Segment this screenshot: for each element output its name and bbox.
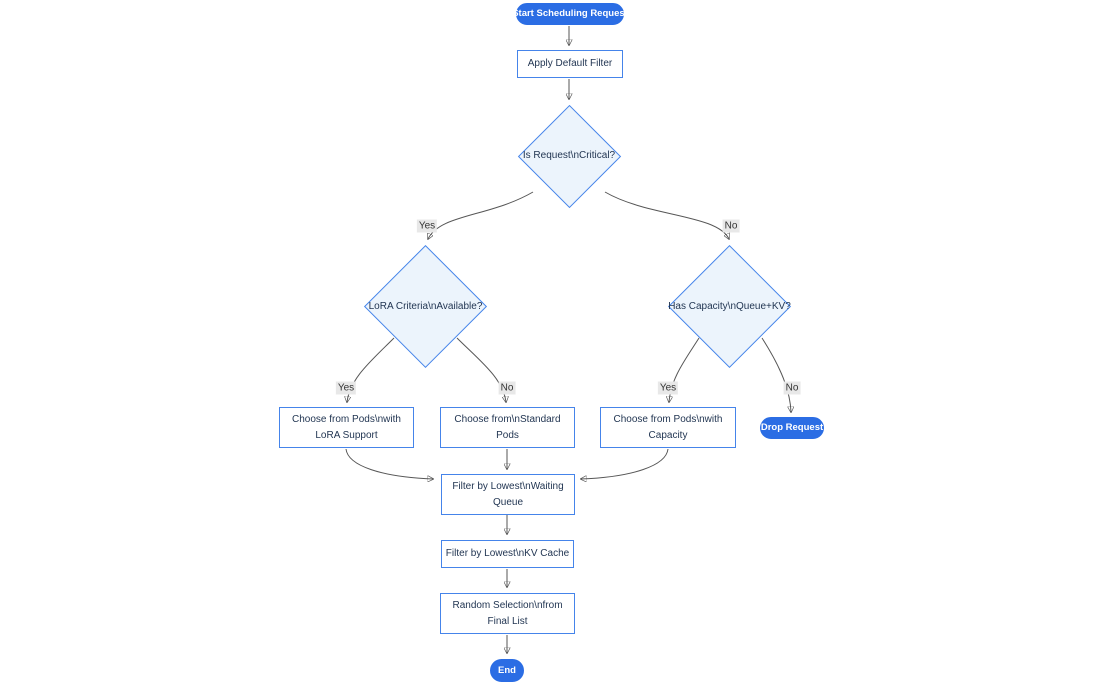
edge-critical-no xyxy=(604,191,729,239)
node-is-request-critical: Is Request\nCritical? xyxy=(517,104,621,208)
node-choose-lora-pods-line1: Choose from Pods\nwith xyxy=(292,413,401,425)
node-choose-capacity-pods-line2: Capacity xyxy=(648,429,688,441)
node-choose-standard-pods-line1: Choose from\nStandard xyxy=(454,413,561,425)
node-filter-waiting-queue-line2: Queue xyxy=(492,496,524,508)
node-choose-lora-pods: Choose from Pods\nwith LoRA Support xyxy=(279,407,414,448)
node-random-selection-line2: Final List xyxy=(487,615,528,627)
edge-capacity-yes xyxy=(669,337,700,402)
node-choose-capacity-pods: Choose from Pods\nwith Capacity xyxy=(600,407,736,448)
edge-label-critical-no: No xyxy=(722,219,740,233)
node-filter-waiting-queue: Filter by Lowest\nWaiting Queue xyxy=(441,474,575,515)
node-choose-lora-pods-line2: LoRA Support xyxy=(315,429,378,441)
edge-label-lora-no: No xyxy=(498,381,516,395)
node-end-label: End xyxy=(498,664,516,676)
edge-chooselora-to-filter xyxy=(345,448,433,479)
node-has-capacity-label: Has Capacity\nQueue+KV? xyxy=(668,300,791,312)
edge-label-critical-yes: Yes xyxy=(416,219,438,233)
edge-lora-yes xyxy=(347,337,395,402)
node-random-selection-line1: Random Selection\nfrom xyxy=(452,599,563,611)
node-apply-default-filter-label: Apply Default Filter xyxy=(527,58,613,69)
node-lora-criteria-available: LoRA Criteria\nAvailable? xyxy=(363,244,488,369)
node-choose-standard-pods-line2: Pods xyxy=(496,429,519,441)
node-is-request-critical-label: Is Request\nCritical? xyxy=(522,150,616,161)
node-filter-waiting-queue-line1: Filter by Lowest\nWaiting xyxy=(452,480,564,492)
node-has-capacity: Has Capacity\nQueue+KV? xyxy=(667,244,792,369)
node-drop-request: Drop Request xyxy=(760,417,824,439)
node-end: End xyxy=(490,659,524,682)
node-choose-capacity-pods-line1: Choose from Pods\nwith xyxy=(613,413,723,425)
node-filter-kv-cache-label: Filter by Lowest\nKV Cache xyxy=(445,548,570,559)
edge-label-capacity-yes: Yes xyxy=(657,381,679,395)
node-random-selection: Random Selection\nfrom Final List xyxy=(440,593,575,634)
node-drop-request-label: Drop Request xyxy=(760,422,824,433)
node-choose-standard-pods: Choose from\nStandard Pods xyxy=(440,407,575,448)
node-start: Start Scheduling Request xyxy=(512,3,628,25)
edge-choosecapacity-to-filter xyxy=(581,448,669,479)
edge-capacity-no xyxy=(761,337,791,412)
edge-label-lora-yes: Yes xyxy=(335,381,357,395)
edge-lora-no xyxy=(456,337,506,402)
node-lora-criteria-available-label: LoRA Criteria\nAvailable? xyxy=(368,300,483,312)
node-filter-kv-cache: Filter by Lowest\nKV Cache xyxy=(441,540,574,568)
edge-label-capacity-no: No xyxy=(783,381,801,395)
node-start-label: Start Scheduling Request xyxy=(512,8,628,19)
node-apply-default-filter: Apply Default Filter xyxy=(517,50,623,78)
